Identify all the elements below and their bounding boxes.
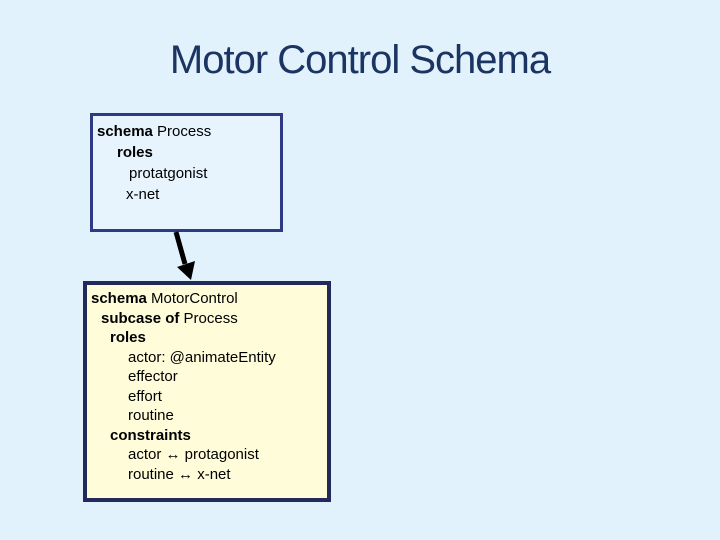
schema-line: actor ↔ protagonist [91, 445, 325, 465]
schema-line: actor: @animateEntity [91, 348, 325, 368]
value: routine ↔ x-net [128, 465, 231, 483]
keyword: constraints [110, 426, 191, 444]
page-title: Motor Control Schema [169, 38, 551, 82]
schema-line: routine ↔ x-net [91, 465, 325, 485]
schema-line: effort [91, 387, 325, 407]
schema-line: schema Process [97, 121, 278, 142]
keyword: roles [110, 329, 146, 346]
value: Process [179, 309, 238, 327]
value: effort [128, 387, 162, 405]
schema-line: effector [91, 367, 325, 387]
schema-line: roles [97, 142, 278, 163]
value: MotorControl [146, 290, 238, 307]
value: x-net [126, 186, 160, 203]
value: routine [128, 407, 174, 424]
keyword: schema [97, 123, 153, 140]
motor-control-schema-box: schema MotorControl subcase of Process r… [83, 281, 331, 502]
schema-line: roles [91, 328, 325, 348]
schema-line: routine [91, 406, 325, 426]
process-schema-box: schema Process roles protatgonist x-net [90, 113, 283, 232]
schema-line: schema MotorControl [91, 289, 325, 309]
schema-line: protatgonist [97, 163, 278, 184]
keyword: subcase of [101, 309, 180, 327]
value: Process [152, 123, 212, 140]
schema-line: constraints [91, 426, 325, 446]
keyword: roles [117, 144, 153, 161]
value: protatgonist [129, 165, 208, 182]
value: actor: @animateEntity [128, 348, 276, 366]
value: effector [128, 368, 178, 385]
value: actor ↔ protagonist [128, 446, 259, 463]
schema-line: x-net [97, 184, 278, 205]
schema-line: subcase of Process [91, 309, 325, 329]
down-arrow-icon [173, 231, 195, 280]
keyword: schema [91, 290, 147, 307]
